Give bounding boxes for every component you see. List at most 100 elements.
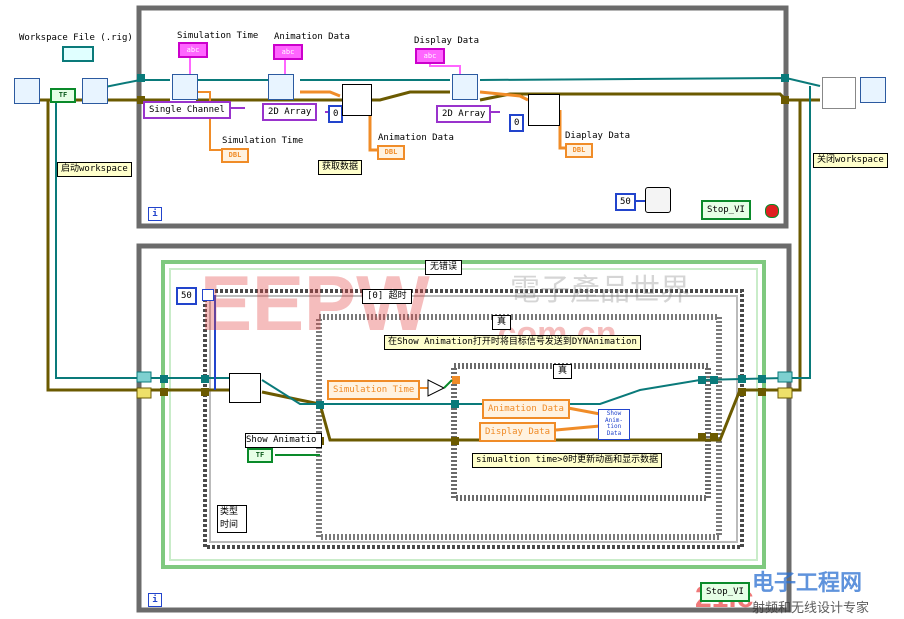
shift-ref-right	[777, 371, 793, 383]
get-channel-subvi-3[interactable]	[452, 74, 478, 100]
error-case-inner	[169, 268, 758, 561]
bool-constant-true: TF	[50, 88, 76, 103]
sim-time-control[interactable]: abc	[178, 42, 208, 58]
disp-out-wire	[558, 110, 566, 150]
start-workspace-subvi[interactable]	[82, 78, 108, 104]
property-node-icon	[229, 373, 261, 403]
timeout-const[interactable]: 50	[176, 287, 197, 305]
case-selector-true-b[interactable]: 真	[553, 364, 573, 379]
t5	[316, 401, 324, 409]
sim-time-local-var: Simulation Time	[327, 380, 421, 400]
shift-err-left	[136, 387, 152, 399]
anim-data-ind-label: Animation Data	[378, 133, 454, 143]
t1	[160, 375, 168, 383]
array-2d-enum-a[interactable]: 2D Array	[262, 103, 318, 121]
zero-const-b[interactable]: 0	[509, 114, 525, 132]
watermark2-tagline: 射频和无线设计专家	[752, 600, 869, 616]
disp-data-control-label: Display Data	[414, 36, 480, 46]
sim-time-ind-label: Simulation Time	[222, 136, 304, 146]
single-channel-enum[interactable]: Single Channel	[143, 101, 231, 119]
disp-data-ind-label: Diaplay Data	[565, 131, 631, 141]
t4	[201, 388, 209, 396]
show-animation-control[interactable]: TF	[247, 448, 273, 463]
top-while-loop	[136, 5, 789, 229]
shift-err-right	[777, 387, 793, 399]
subvi-line-4: Data	[606, 429, 622, 437]
t14	[738, 388, 746, 396]
subvi-line-2: Anim-	[604, 416, 624, 424]
anim-arr-wire	[300, 90, 341, 98]
disp-arr-wire	[479, 90, 529, 102]
index-array-node-a	[342, 84, 372, 116]
case-true-b	[451, 363, 711, 501]
t13	[738, 375, 746, 383]
t2	[160, 388, 168, 396]
update-comment: simualtion time>0时更新动画和显示数据	[472, 453, 663, 468]
get-channel-subvi-1[interactable]	[172, 74, 198, 100]
error-case-structure	[161, 260, 766, 569]
event-structure-inner	[209, 295, 738, 543]
sim-time-control-label: Simulation Time	[177, 31, 259, 41]
tunnel-err-out	[781, 96, 789, 104]
subvi-line-3: tion	[606, 423, 622, 430]
close-workspace-subvi[interactable]	[822, 77, 856, 109]
t11	[710, 376, 718, 384]
case-selector-true-a[interactable]: 真	[492, 315, 512, 330]
event-time-label: 时间	[220, 520, 239, 530]
watermark2-cn: 电子工程网	[752, 571, 862, 596]
open-workspace-subvi[interactable]	[14, 78, 40, 104]
show-animation-data-subvi[interactable]: Show Anim- tion Data	[598, 409, 630, 440]
stop-vi-indicator-top: Stop_VI	[701, 200, 751, 220]
b-error-3	[454, 388, 786, 442]
watermark-cn: 電子產品世界	[510, 273, 690, 308]
event-type-label: 类型	[220, 507, 239, 517]
ref-wire-1	[99, 79, 170, 89]
t16	[758, 388, 766, 396]
b-anim-wire	[567, 406, 601, 416]
disp-data-control[interactable]: abc	[415, 48, 445, 64]
index-array-node-b	[528, 94, 560, 126]
cmp-wire	[443, 379, 453, 389]
t10	[698, 433, 706, 441]
disp-data-indicator: DBL	[565, 143, 593, 158]
error-handler-subvi[interactable]	[860, 77, 886, 103]
workspace-file-label: Workspace File (.rig)	[19, 33, 133, 43]
t7	[451, 400, 459, 408]
anim-data-local-var: Animation Data	[482, 399, 570, 419]
array-2d-enum-b[interactable]: 2D Array	[436, 105, 492, 123]
anim-data-indicator: DBL	[377, 145, 405, 160]
ref-wire-4	[479, 76, 821, 87]
event-selector-timeout[interactable]: [0] 超时	[362, 289, 412, 304]
t3	[201, 375, 209, 383]
bottom-while-loop	[136, 243, 792, 613]
iteration-terminal-bottom: i	[148, 593, 162, 607]
sim-time-indicator: DBL	[221, 148, 249, 163]
close-workspace-comment: 关闭workspace	[813, 153, 888, 168]
anim-data-control[interactable]: abc	[273, 44, 303, 60]
timeout-terminal	[202, 289, 214, 301]
wait-ms-const[interactable]: 50	[615, 193, 636, 211]
wait-ms-icon	[645, 187, 671, 213]
b-disp-wire	[555, 424, 601, 432]
shift-ref-left	[136, 371, 152, 383]
case-selector-no-error[interactable]: 无错误	[425, 260, 463, 275]
t8	[451, 437, 459, 445]
error-wire-2	[196, 90, 450, 102]
t12	[710, 433, 718, 441]
event-structure	[203, 289, 744, 549]
anim-data-control-label: Animation Data	[274, 32, 350, 42]
sim-out-wire	[196, 91, 222, 151]
ref-wire-right	[786, 86, 811, 379]
loop-condition-stop-icon[interactable]	[765, 204, 779, 218]
iteration-terminal-top: i	[148, 207, 162, 221]
ref-wire-down	[55, 88, 140, 379]
workspace-file-control[interactable]	[62, 46, 94, 62]
tunnel-ref-in	[137, 74, 145, 82]
get-data-comment: 获取数据	[318, 160, 363, 175]
tunnel-err-in	[137, 96, 145, 104]
case-true-a	[316, 314, 722, 540]
show-animation-comment: 在Show Animation打开时将目标信号发送到DYNAnimation	[384, 335, 641, 350]
get-channel-subvi-2[interactable]	[268, 74, 294, 100]
